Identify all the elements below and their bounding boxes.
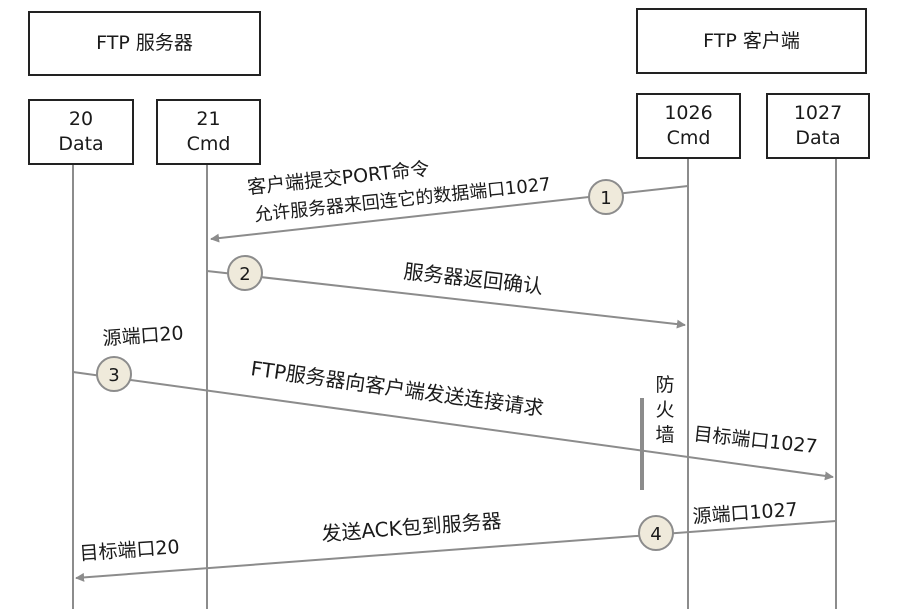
step-1-number: 1 xyxy=(600,188,611,209)
step-3-destination-port: 目标端口1027 xyxy=(692,423,818,458)
server-port-20-type: Data xyxy=(58,133,104,155)
arrow-step-4 xyxy=(75,520,837,582)
step-4-source-port: 源端口1027 xyxy=(692,499,799,528)
client-port-1027-box: 1027 Data xyxy=(766,93,870,159)
firewall-char-3: 墙 xyxy=(655,424,674,446)
step-2-number: 2 xyxy=(239,264,250,285)
step-3-label: FTP服务器向客户端发送连接请求 xyxy=(249,356,545,420)
ftp-server-header: FTP 服务器 xyxy=(28,11,261,76)
server-port-20-box: 20 Data xyxy=(28,99,134,165)
step-3-marker: 3 xyxy=(96,356,132,392)
arrow-step-3 xyxy=(72,371,834,481)
server-port-21-type: Cmd xyxy=(186,133,231,155)
step-3-number: 3 xyxy=(108,365,119,386)
client-port-1026-type: Cmd xyxy=(666,127,711,149)
ftp-client-header: FTP 客户端 xyxy=(636,8,867,74)
client-port-1026-box: 1026 Cmd xyxy=(636,93,741,159)
step-1-marker: 1 xyxy=(588,179,624,215)
client-port-1026-number: 1026 xyxy=(664,102,713,125)
server-port-21-number: 21 xyxy=(196,108,221,131)
step-4-label: 发送ACK包到服务器 xyxy=(321,509,503,546)
step-3-source-port: 源端口20 xyxy=(102,322,185,350)
step-4-number: 4 xyxy=(650,524,661,545)
step-4-marker: 4 xyxy=(638,515,674,551)
firewall-char-2: 火 xyxy=(655,399,674,421)
server-port-20-number: 20 xyxy=(68,108,94,131)
client-port-1027-number: 1027 xyxy=(793,102,843,125)
step-2-marker: 2 xyxy=(227,255,263,291)
ftp-client-header-label: FTP 客户端 xyxy=(703,29,800,52)
step-2-label: 服务器返回确认 xyxy=(402,259,544,298)
step-4-destination-port: 目标端口20 xyxy=(79,536,180,565)
client-port-1027-type: Data xyxy=(795,127,841,149)
server-port-21-box: 21 Cmd xyxy=(156,99,261,165)
ftp-server-header-label: FTP 服务器 xyxy=(96,32,193,55)
firewall-char-1: 防 xyxy=(655,374,674,396)
arrow-step-2 xyxy=(206,270,686,329)
